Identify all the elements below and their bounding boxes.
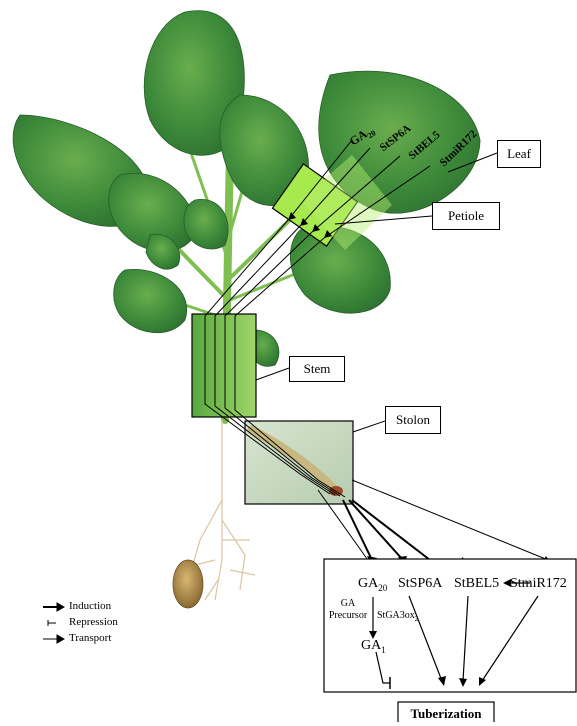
ga-precursor-label: GA Precursor [326,598,370,622]
stem-highlight-box [192,314,256,417]
outcome-label: Tuberization [398,702,494,726]
label-stem: Stem [289,356,345,382]
label-stolon: Stolon [385,406,441,434]
legend-repression: Repression [69,616,118,628]
legend-induction: Induction [69,600,111,612]
label-leaf: Leaf [497,140,541,168]
tuber-shape [173,560,203,608]
pathway-stbel5: StBEL5 [454,576,499,592]
enzyme-label: StGA3ox2 [377,610,418,623]
plant-leaves [13,11,480,367]
label-petiole: Petiole [432,202,500,230]
pathway-stsp6a: StSP6A [398,576,442,592]
pathway-stmir172: StmiR172 [510,576,576,592]
legend-transport: Transport [69,632,111,644]
pathway-ga20: GA20 [358,576,387,593]
legend-symbols [43,603,64,643]
pathway-ga1: GA1 [361,638,386,655]
